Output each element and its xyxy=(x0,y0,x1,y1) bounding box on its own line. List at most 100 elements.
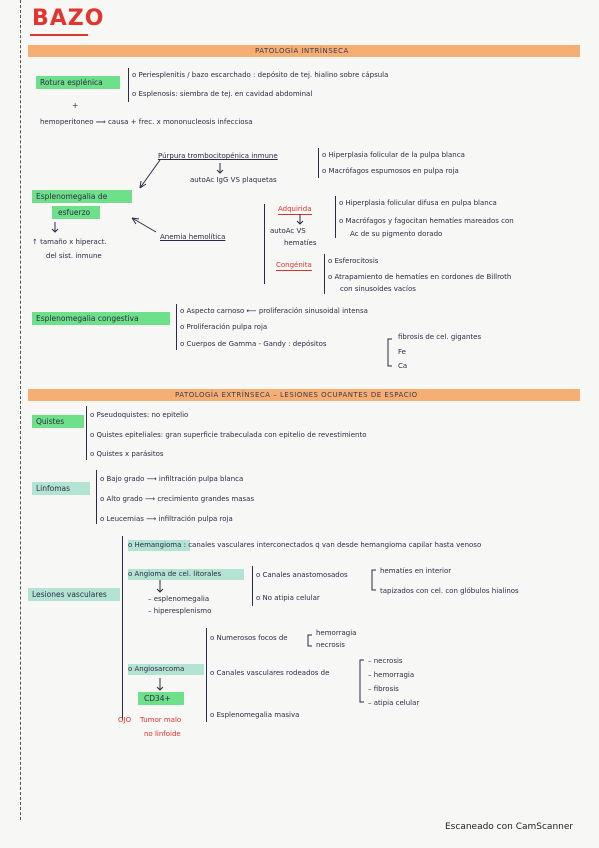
label-linfomas: Linfomas xyxy=(36,484,71,493)
esfuerzo-note-2: del sist. inmune xyxy=(46,252,102,260)
bracket-purpura xyxy=(318,148,319,178)
angiosarcoma-item-3: o Esplenomegalia masiva xyxy=(210,711,300,719)
angiosarcoma-label: o Angiosarcoma xyxy=(128,665,185,673)
angioma-sub-2: tapizados con cel. con glóbulos hialinos xyxy=(380,587,519,595)
bracket-congenita xyxy=(324,254,325,294)
label-congestiva: Esplenomegalia congestiva xyxy=(36,314,139,323)
congenita-item-2: o Atrapamiento de hematíes en cordones d… xyxy=(328,273,512,281)
bracket-angioma xyxy=(252,566,253,606)
page-title: BAZO xyxy=(32,6,105,31)
adquirida-item-3: Ac de su pigmento dorado xyxy=(350,230,443,238)
linfomas-item-1: o Bajo grado ⟶ infiltración pulpa blanca xyxy=(100,475,244,483)
angioma-item-1: o Canales anastomosados xyxy=(256,571,348,579)
adquirida-item-2: o Macrófagos y fagocitan hematíes maread… xyxy=(339,217,514,225)
highlight-congestiva xyxy=(32,312,170,325)
angiosarcoma-item-1: o Numerosos focos de xyxy=(210,634,288,642)
congenita-item-3: con sinusoides vacíos xyxy=(340,285,416,293)
adquirida-autoac-2: hematíes xyxy=(284,239,317,247)
hemangioma-text: o Hemangioma : canales vasculares interc… xyxy=(128,541,482,549)
section-band-intrinsic xyxy=(28,45,580,57)
rotura-item-2: o Esplenosis: siembra de tej. en cavidad… xyxy=(132,90,313,98)
linfomas-item-2: o Alto grado ⟶ crecimiento grandes masas xyxy=(100,495,255,503)
brace-focos xyxy=(307,634,312,647)
canales-sub-4: – atipia celular xyxy=(368,699,420,707)
section-title-intrinsic: PATOLOGÍA INTRÍNSECA xyxy=(255,47,349,55)
congestiva-item-2: o Proliferación pulpa roja xyxy=(180,323,268,331)
quistes-item-2: o Quistes epiteliales: gran superficie t… xyxy=(90,431,367,439)
bracket-angiosarcoma xyxy=(206,628,207,722)
brace-angioma-sub xyxy=(371,569,376,591)
brace-deposits xyxy=(387,338,392,367)
angioma-note-1: – esplenomegalia xyxy=(148,595,210,603)
quistes-item-3: o Quistes x parásitos xyxy=(90,450,164,458)
esfuerzo-note-1: ↑ tamaño x hiperact. xyxy=(32,238,107,246)
label-anemia: Anemia hemolítica xyxy=(160,233,226,241)
purpura-autoac: autoAc IgG VS plaquetas xyxy=(190,176,277,184)
bracket-congestiva xyxy=(176,304,177,350)
scanner-footer: Escaneado con CamScanner xyxy=(445,822,574,832)
angiosarcoma-item-2: o Canales vasculares rodeados de xyxy=(210,669,330,677)
arrow-purpura-to-esfuerzo xyxy=(139,159,161,189)
highlight-angiosarcoma xyxy=(128,664,204,675)
adquirida-autoac-1: autoAc VS xyxy=(270,227,306,235)
focos-sub-1: hemorragia xyxy=(316,629,357,637)
bracket-adquirida xyxy=(335,196,336,238)
tumor-note-1: Tumor malo xyxy=(140,716,182,724)
plus-sign: + xyxy=(72,101,79,110)
label-quistes: Quistes xyxy=(36,417,65,426)
linfomas-item-3: o Leucemias ⟶ infiltración pulpa roja xyxy=(100,515,233,523)
tumor-note-2: no linfoide xyxy=(144,730,181,738)
highlight-hemangioma xyxy=(128,540,190,551)
angioma-label: o Angioma de cel. litorales xyxy=(128,570,222,578)
canales-sub-2: – hemorragia xyxy=(368,671,415,679)
highlight-esfuerzo-2 xyxy=(52,206,100,219)
congenita-item-1: o Esferocitosis xyxy=(328,257,379,265)
angioma-sub-1: hematíes en interior xyxy=(380,567,452,575)
highlight-cd34 xyxy=(138,692,184,705)
quistes-item-1: o Pseudoquistes: no epitelio xyxy=(90,411,189,419)
bracket-vasculares xyxy=(122,536,123,720)
congestiva-item-3: o Cuerpos de Gamma - Gandy : depósitos xyxy=(180,340,327,348)
deposit-3: Ca xyxy=(398,362,408,370)
label-esfuerzo-1: Esplenomegalia de xyxy=(36,192,108,201)
congestiva-item-1: o Aspecto carnoso ⟵ proliferación sinuso… xyxy=(180,307,368,315)
title-underline xyxy=(30,34,88,36)
label-vasculares: Lesiones vasculares xyxy=(32,590,107,599)
cd34-label: CD34+ xyxy=(144,694,171,703)
deposit-2: Fe xyxy=(398,348,406,356)
label-esfuerzo-2: esfuerzo xyxy=(58,208,91,217)
bracket-rotura xyxy=(128,68,129,102)
highlight-vasculares xyxy=(28,588,120,601)
section-band-extrinsic xyxy=(28,389,580,401)
rotura-item-1: o Periesplenitis / bazo escarchado : dep… xyxy=(132,71,389,79)
label-adquirida: Adquirida xyxy=(278,205,312,215)
margin-dashed-line xyxy=(20,0,21,820)
highlight-esfuerzo-1 xyxy=(32,190,132,203)
label-congenita: Congénita xyxy=(276,261,312,271)
bracket-linfomas xyxy=(96,470,97,524)
bracket-quistes xyxy=(86,406,87,460)
focos-sub-2: necrosis xyxy=(316,641,345,649)
angioma-item-2: o No atipia celular xyxy=(256,594,320,602)
highlight-quistes xyxy=(32,415,84,428)
highlight-angioma xyxy=(128,569,244,580)
ojo-label: OJO xyxy=(118,716,132,724)
brace-canales xyxy=(359,659,364,703)
canales-sub-3: – fibrosis xyxy=(368,685,399,693)
deposit-1: fibrosis de cel. gigantes xyxy=(398,333,482,341)
purpura-item-2: o Macrófagos espumosos en pulpa roja xyxy=(322,167,459,175)
adquirida-item-1: o Hiperplasia folicular difusa en pulpa … xyxy=(339,199,497,207)
canales-sub-1: – necrosis xyxy=(368,657,403,665)
label-purpura: Púrpura trombocitopénica inmune xyxy=(158,152,278,160)
bracket-anemia xyxy=(264,204,265,284)
highlight-rotura xyxy=(36,76,120,89)
highlight-linfomas xyxy=(32,482,90,495)
arrow-anemia-to-esfuerzo xyxy=(131,217,157,233)
purpura-item-1: o Hiperplasia folicular de la pulpa blan… xyxy=(322,151,465,159)
angioma-note-2: – hiperesplenismo xyxy=(148,607,212,615)
section-title-extrinsic: PATOLOGÍA EXTRÍNSECA – LESIONES OCUPANTE… xyxy=(175,391,418,399)
hemoperitoneo-text: hemoperitoneo ⟹ causa + frec. x mononucl… xyxy=(40,118,253,126)
label-rotura: Rotura esplénica xyxy=(40,78,103,87)
